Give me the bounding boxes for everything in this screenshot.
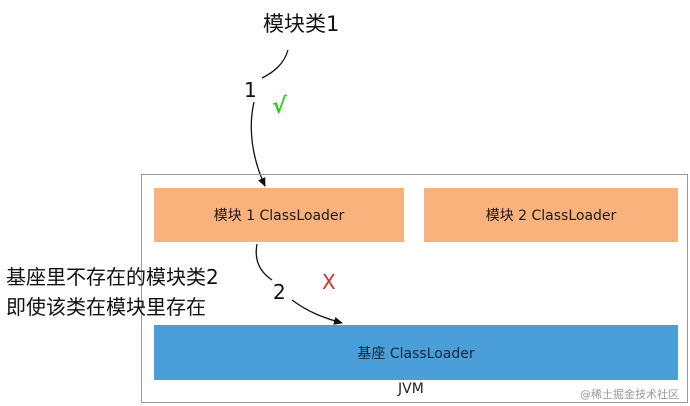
base-classloader-box: 基座 ClassLoader	[154, 325, 678, 380]
arrow-2-top	[255, 243, 273, 281]
watermark-text: @稀土掘金技术社区	[580, 388, 679, 401]
module-class-1-label: 模块类1	[263, 12, 340, 36]
module2-classloader-label: 模块 2 ClassLoader	[485, 208, 617, 224]
module2-classloader-box: 模块 2 ClassLoader	[424, 188, 678, 242]
cross-mark: X	[322, 270, 336, 294]
step-1-number: 1	[244, 78, 257, 102]
annotation-note: 基座里不存在的模块类2 即使该类在模块里存在	[6, 262, 219, 322]
annotation-line-1: 基座里不存在的模块类2	[6, 265, 219, 289]
arrow-1-bottom	[250, 101, 266, 187]
jvm-container	[141, 174, 688, 403]
module1-classloader-label: 模块 1 ClassLoader	[213, 208, 345, 224]
arrow-2-bottom	[291, 299, 343, 325]
check-mark: √	[272, 94, 287, 119]
jvm-label: JVM	[398, 381, 424, 397]
base-classloader-label: 基座 ClassLoader	[357, 345, 475, 362]
step-2-number: 2	[273, 280, 286, 304]
module1-classloader-box: 模块 1 ClassLoader	[154, 188, 404, 242]
arrow-1-top	[261, 49, 289, 79]
annotation-line-2: 即使该类在模块里存在	[6, 295, 206, 319]
